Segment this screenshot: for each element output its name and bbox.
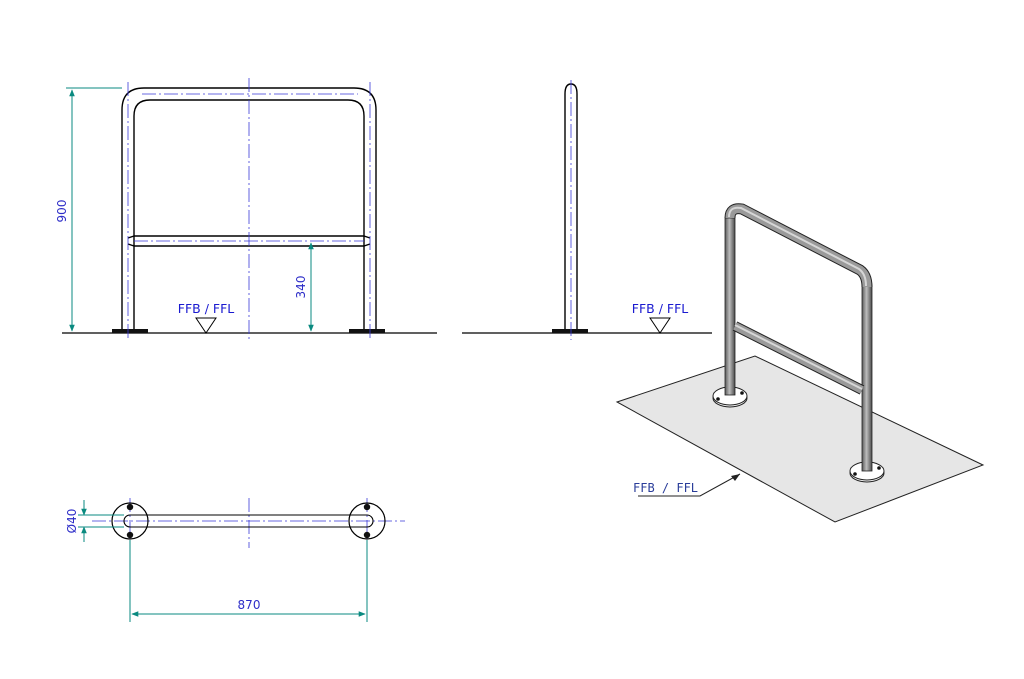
dim-diameter-label: Ø40 xyxy=(65,509,79,534)
iso-floor-leader-arrow xyxy=(731,474,740,481)
top-rail-tube xyxy=(123,514,374,528)
iso-top-rail-shadow xyxy=(724,203,873,288)
top-right-bolt-upper xyxy=(363,503,371,511)
front-floor-level-symbol xyxy=(195,317,217,334)
iso-top-rail xyxy=(725,204,872,288)
top-right-bolt-lower xyxy=(363,531,371,539)
front-left-base-plate xyxy=(112,329,148,333)
top-left-bolt-upper xyxy=(126,503,134,511)
front-view: 900 340 FFB / FFL xyxy=(55,78,437,340)
iso-top-rail-highlight xyxy=(728,206,867,287)
side-view: FFB / FFL xyxy=(462,80,712,340)
top-left-bolt-lower xyxy=(126,531,134,539)
iso-floor-leader xyxy=(638,473,741,497)
side-floor-label: FFB / FFL xyxy=(632,301,688,316)
front-right-base-plate xyxy=(349,329,385,333)
side-floor-level-symbol xyxy=(649,317,671,334)
dim-870-label: 870 xyxy=(238,598,261,612)
side-base-plate xyxy=(552,329,588,333)
front-floor-label: FFB / FFL xyxy=(178,301,234,316)
iso-floor-plate xyxy=(615,355,985,523)
top-right-base-plate xyxy=(348,502,386,540)
dim-340-label: 340 xyxy=(294,276,308,299)
isometric-view: FFB / FFL xyxy=(615,203,985,523)
dim-900-label: 900 xyxy=(55,200,69,223)
iso-floor-label: FFB / FFL xyxy=(633,481,698,495)
iso-mid-rail-highlight xyxy=(734,324,863,390)
top-view: Ø40 870 xyxy=(65,498,405,622)
iso-right-post xyxy=(861,284,873,472)
iso-left-post xyxy=(724,217,736,396)
top-left-base-plate xyxy=(111,502,149,540)
